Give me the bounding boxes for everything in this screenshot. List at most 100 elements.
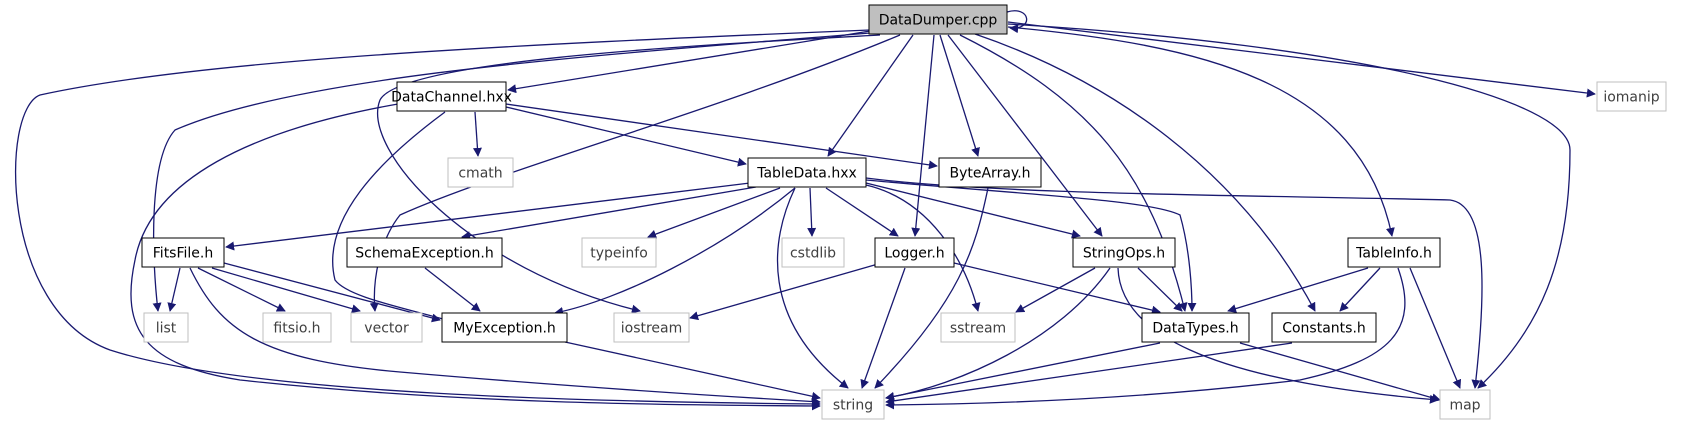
node-label: sstream bbox=[950, 321, 1006, 337]
edge-constants_h-to-string bbox=[885, 342, 1293, 406]
edge-logger_h-to-string bbox=[860, 267, 906, 389]
node-box bbox=[396, 81, 507, 112]
node-label: StringOps.h bbox=[1083, 246, 1165, 262]
node-sstream: sstream bbox=[940, 312, 1016, 343]
edge-datadumper_cpp-to-constants_h bbox=[974, 33, 1316, 312]
edge-tabledata_hxx-to-string bbox=[776, 187, 849, 389]
edge-tabledata_hxx-to-cstdlib bbox=[807, 187, 817, 237]
edge-datatypes_h-to-map bbox=[1239, 342, 1441, 403]
node-box bbox=[1439, 389, 1491, 420]
edge-stringops_h-to-map bbox=[1117, 267, 1439, 404]
edge-myexception_h-to-string bbox=[564, 341, 821, 401]
edge-fitsfile_h-to-myexception_h bbox=[223, 262, 441, 323]
node-label: iomanip bbox=[1603, 90, 1659, 106]
node-list: list bbox=[143, 312, 189, 343]
node-fitsfile_h[interactable]: FitsFile.h bbox=[141, 237, 225, 268]
node-cstdlib: cstdlib bbox=[781, 237, 845, 268]
edge-datadumper_cpp-to-map bbox=[1007, 23, 1571, 389]
node-logger_h[interactable]: Logger.h bbox=[874, 237, 955, 268]
node-iostream: iostream bbox=[613, 312, 690, 343]
node-box bbox=[938, 157, 1042, 188]
node-box bbox=[346, 237, 503, 268]
edge-datachannel_hxx-to-cmath bbox=[472, 111, 482, 157]
edge-logger_h-to-iostream bbox=[689, 263, 879, 321]
edge-stringops_h-to-datatypes_h bbox=[1137, 267, 1183, 312]
node-box bbox=[747, 157, 867, 188]
node-constants_h[interactable]: Constants.h bbox=[1271, 312, 1377, 343]
edge-tabledata_hxx-to-sstream bbox=[865, 184, 981, 312]
node-typeinfo: typeinfo bbox=[581, 237, 657, 268]
node-vector: vector bbox=[350, 312, 423, 343]
node-label: cstdlib bbox=[790, 246, 836, 262]
node-box bbox=[141, 237, 225, 268]
edge-tabledata_hxx-to-myexception_h bbox=[554, 187, 796, 316]
edge-datadumper_cpp-to-tableinfo_h bbox=[1007, 26, 1395, 237]
edge-tableinfo_h-to-map bbox=[1409, 267, 1462, 389]
edge-tabledata_hxx-to-map bbox=[865, 177, 1483, 389]
edge-datadumper_cpp-to-logger_h bbox=[911, 34, 935, 237]
node-box bbox=[447, 157, 514, 188]
edge-tabledata_hxx-to-stringops_h bbox=[865, 182, 1081, 239]
node-label: typeinfo bbox=[590, 246, 648, 262]
edge-datadumper_cpp-to-iomanip bbox=[1007, 21, 1596, 98]
node-label: fitsio.h bbox=[273, 321, 320, 337]
node-label: ByteArray.h bbox=[949, 166, 1030, 182]
node-label: DataTypes.h bbox=[1152, 321, 1238, 337]
edge-logger_h-to-datatypes_h bbox=[953, 262, 1161, 315]
node-box bbox=[262, 312, 332, 343]
node-datatypes_h[interactable]: DataTypes.h bbox=[1141, 312, 1250, 343]
node-myexception_h[interactable]: MyException.h bbox=[441, 312, 568, 343]
node-label: DataDumper.cpp bbox=[879, 13, 998, 29]
node-box bbox=[1141, 312, 1250, 343]
node-datadumper_cpp[interactable]: DataDumper.cpp bbox=[868, 4, 1008, 35]
edge-fitsfile_h-to-vector bbox=[211, 267, 361, 314]
edge-fitsfile_h-to-string bbox=[189, 267, 821, 407]
edge-datachannel_hxx-to-myexception_h bbox=[332, 111, 481, 332]
node-label: cmath bbox=[458, 166, 502, 182]
node-map: map bbox=[1439, 389, 1491, 420]
node-box bbox=[940, 312, 1016, 343]
node-label: SchemaException.h bbox=[355, 246, 494, 262]
edge-tabledata_hxx-to-schemaexception_h bbox=[461, 186, 757, 241]
node-label: TableData.hxx bbox=[756, 166, 857, 182]
node-box bbox=[1347, 237, 1441, 268]
node-datachannel_hxx[interactable]: DataChannel.hxx bbox=[391, 81, 512, 112]
node-tableinfo_h[interactable]: TableInfo.h bbox=[1347, 237, 1441, 268]
node-box bbox=[781, 237, 845, 268]
node-stringops_h[interactable]: StringOps.h bbox=[1072, 237, 1176, 268]
edge-schemaexception_h-to-myexception_h bbox=[424, 267, 481, 312]
edge-fitsfile_h-to-list bbox=[167, 267, 181, 312]
node-label: TableInfo.h bbox=[1355, 246, 1432, 262]
edge-datadumper_cpp-to-list bbox=[152, 32, 871, 312]
node-label: MyException.h bbox=[453, 321, 556, 337]
edge-datachannel_hxx-to-bytearray_h bbox=[505, 103, 938, 170]
node-box bbox=[350, 312, 423, 343]
node-bytearray_h[interactable]: ByteArray.h bbox=[938, 157, 1042, 188]
node-box bbox=[821, 389, 885, 420]
node-box bbox=[1072, 237, 1176, 268]
edge-datachannel_hxx-to-tabledata_hxx bbox=[505, 106, 747, 167]
node-box bbox=[874, 237, 955, 268]
node-box bbox=[868, 4, 1008, 35]
edge-tabledata_hxx-to-typeinfo bbox=[647, 187, 781, 239]
node-label: Constants.h bbox=[1282, 321, 1366, 337]
edge-datachannel_hxx-to-string bbox=[130, 103, 821, 411]
edge-tabledata_hxx-to-fitsfile_h bbox=[225, 182, 751, 251]
edge-stringops_h-to-sstream bbox=[1015, 267, 1096, 313]
node-box bbox=[1596, 81, 1667, 112]
node-label: Logger.h bbox=[884, 246, 944, 262]
node-cmath: cmath bbox=[447, 157, 514, 188]
edge-tabledata_hxx-to-logger_h bbox=[825, 187, 899, 237]
node-box bbox=[613, 312, 690, 343]
node-tabledata_hxx[interactable]: TableData.hxx bbox=[747, 157, 867, 188]
node-schemaexception_h[interactable]: SchemaException.h bbox=[346, 237, 503, 268]
edge-datadumper_cpp-to-bytearray_h bbox=[939, 34, 980, 157]
node-label: FitsFile.h bbox=[153, 246, 213, 262]
edge-datadumper_cpp-to-stringops_h bbox=[947, 34, 1103, 237]
edge-fitsfile_h-to-fitsio_h bbox=[197, 267, 286, 312]
edge-bytearray_h-to-string bbox=[874, 187, 989, 389]
node-label: list bbox=[156, 321, 177, 337]
node-iomanip: iomanip bbox=[1596, 81, 1667, 112]
